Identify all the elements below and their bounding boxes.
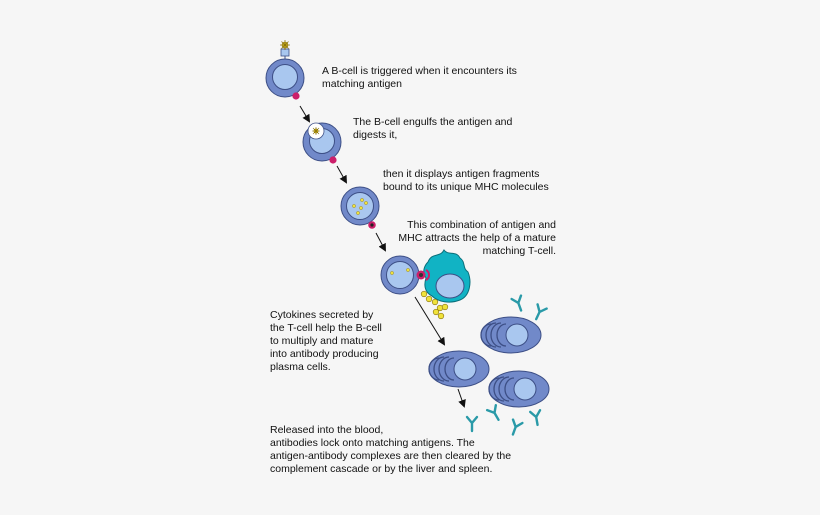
antibody-icon xyxy=(485,403,505,424)
plasma-cell xyxy=(480,316,542,354)
arrow-1 xyxy=(299,105,311,123)
arrow-5 xyxy=(457,388,466,408)
caption-step-4: This combination of antigen and MHC attr… xyxy=(398,219,556,257)
antibody-icon xyxy=(530,303,548,323)
antibody-icon xyxy=(510,294,527,314)
arrow-3 xyxy=(375,232,386,252)
caption-step-3: then it displays antigen fragments bound… xyxy=(383,168,549,193)
caption-step-6: Released into the blood, antibodies lock… xyxy=(270,424,512,475)
caption-step-2: The B-cell engulfs the antigen and diges… xyxy=(353,116,513,141)
plasma-cell xyxy=(428,350,490,388)
arrow-2 xyxy=(336,165,347,184)
mhc-tcr-synapse xyxy=(416,269,430,281)
t-cell xyxy=(423,249,471,303)
b-cell-engulfing xyxy=(302,122,342,164)
b-cell-triggered xyxy=(265,48,305,100)
b-cell-displaying xyxy=(340,186,380,229)
antigen-icon xyxy=(280,40,290,50)
caption-step-1: A B-cell is triggered when it encounters… xyxy=(322,65,517,90)
plasma-cell xyxy=(488,370,550,408)
b-cell-with-tcell xyxy=(380,255,420,295)
cytokines xyxy=(420,290,449,320)
caption-step-5: Cytokines secreted by the T-cell help th… xyxy=(270,309,382,373)
arrow-4 xyxy=(414,296,446,346)
antibody-icon xyxy=(529,409,544,427)
